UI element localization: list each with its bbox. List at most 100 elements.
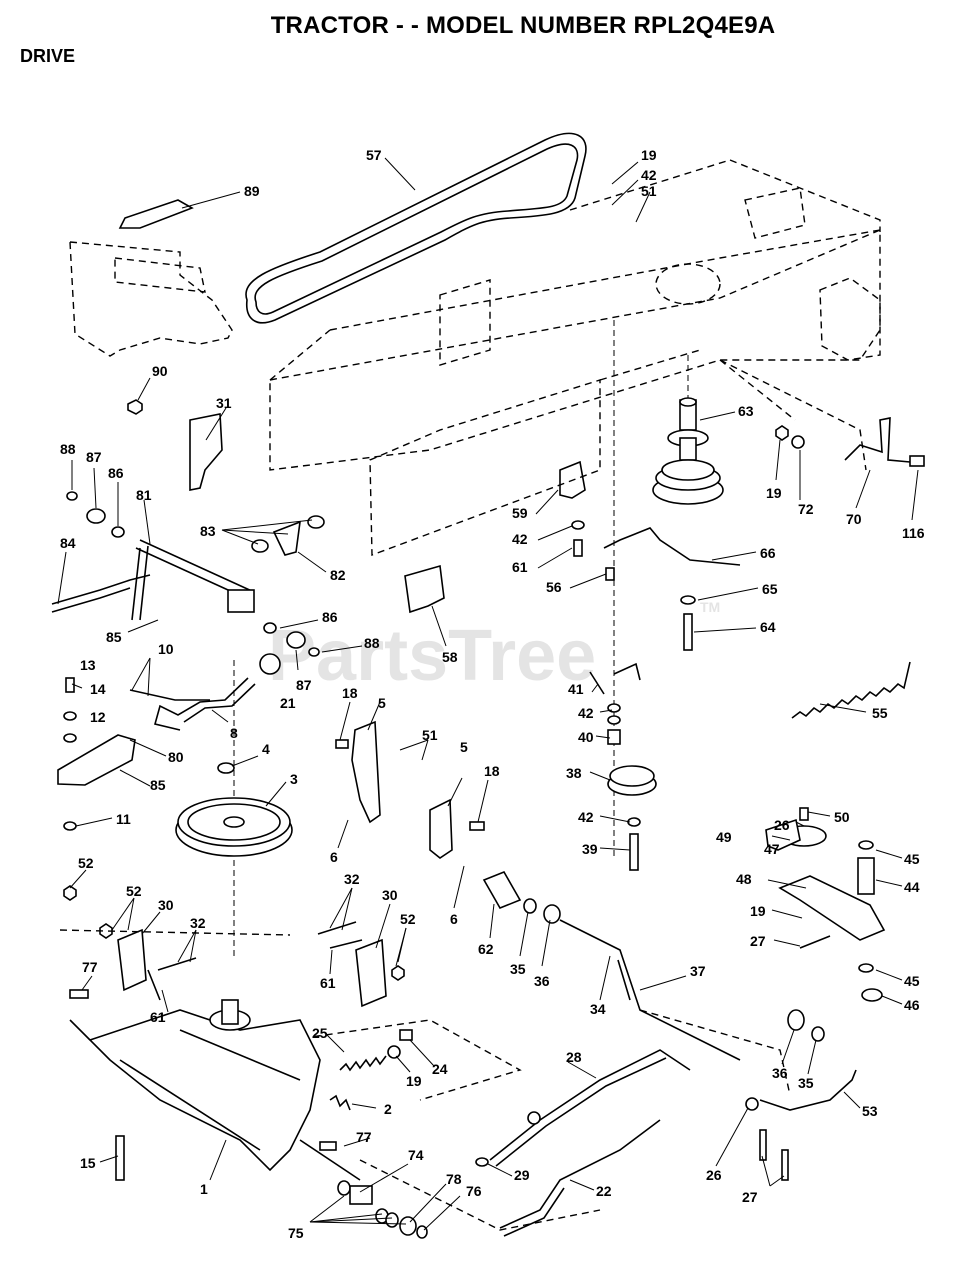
- shift-lever-assembly: [51, 539, 255, 621]
- callout-86b: 86: [322, 609, 338, 625]
- callout-85b: 85: [150, 777, 166, 793]
- callout-4: 4: [262, 741, 270, 757]
- watermark-text: PartsTree: [268, 616, 596, 696]
- callout-27b: 27: [742, 1189, 758, 1205]
- callout-75: 75: [288, 1225, 304, 1241]
- callout-19: 19: [641, 147, 657, 163]
- callout-10: 10: [158, 641, 174, 657]
- callout-36: 36: [534, 973, 550, 989]
- callout-28: 28: [566, 1049, 582, 1065]
- callout-37: 37: [690, 963, 706, 979]
- washer-36a: [543, 904, 561, 924]
- nut-19: [775, 425, 789, 441]
- nut-52c: [391, 965, 405, 981]
- bolt-27b: [759, 1129, 767, 1161]
- clip-76: [416, 1225, 428, 1239]
- bracket-5b: [429, 798, 453, 859]
- spacer-40: [607, 729, 621, 745]
- bolt-61b: [147, 969, 161, 1001]
- clip-89: [118, 199, 194, 229]
- ring-4: [217, 762, 235, 774]
- callout-31: 31: [216, 395, 232, 411]
- rod-53: [759, 1069, 857, 1111]
- lever-rod-8: [154, 677, 249, 731]
- callout-63: 63: [738, 403, 754, 419]
- nut-88a: [66, 491, 78, 501]
- callout-19b: 19: [766, 485, 782, 501]
- callout-49: 49: [716, 829, 732, 845]
- callout-76: 76: [466, 1183, 482, 1199]
- bracket-31: [189, 413, 223, 491]
- callout-52c: 52: [400, 911, 416, 927]
- callout-26: 26: [774, 817, 790, 833]
- callout-86: 86: [108, 465, 124, 481]
- leader-lines: [57, 157, 919, 1231]
- callout-72: 72: [798, 501, 814, 517]
- callout-82: 82: [330, 567, 346, 583]
- bolt-13: [65, 677, 75, 693]
- callout-35: 35: [510, 961, 526, 977]
- callout-87: 87: [86, 449, 102, 465]
- bracket-80: [57, 734, 136, 786]
- callout-46: 46: [904, 997, 920, 1013]
- callout-61b: 61: [150, 1009, 166, 1025]
- callout-77: 77: [82, 959, 98, 975]
- bolt-32b: [317, 921, 357, 935]
- pulley-63: [652, 397, 724, 505]
- callout-65: 65: [762, 581, 778, 597]
- callout-32: 32: [190, 915, 206, 931]
- callout-6b: 6: [450, 911, 458, 927]
- callout-42b: 42: [512, 531, 528, 547]
- callout-13: 13: [80, 657, 96, 673]
- bracket-58: [404, 564, 445, 614]
- callout-84: 84: [60, 535, 76, 551]
- callout-83: 83: [200, 523, 216, 539]
- nut-52b: [99, 923, 113, 939]
- callout-80: 80: [168, 749, 184, 765]
- callout-1: 1: [200, 1181, 208, 1197]
- bolt-116: [909, 455, 925, 467]
- callout-8: 8: [230, 725, 238, 741]
- callout-51b: 51: [422, 727, 438, 743]
- rod-28: [489, 1049, 691, 1161]
- callout-22: 22: [596, 1183, 612, 1199]
- callout-40: 40: [578, 729, 594, 745]
- watermark-trademark: TM: [700, 599, 720, 615]
- bracket-30b: [355, 938, 387, 1008]
- pin-41: [589, 671, 605, 695]
- cap-29: [475, 1157, 489, 1167]
- rod-34: [559, 919, 741, 1061]
- spring-rod-66: [603, 527, 741, 566]
- rod-22: [499, 1119, 661, 1229]
- callout-39: 39: [582, 841, 598, 857]
- callout-5: 5: [378, 695, 386, 711]
- idler-arm-48: [778, 875, 886, 941]
- callout-48: 48: [736, 871, 752, 887]
- callout-66: 66: [760, 545, 776, 561]
- bolt-18a: [335, 739, 349, 749]
- callout-88: 88: [60, 441, 76, 457]
- callout-77b: 77: [356, 1129, 372, 1145]
- drive-belt: [245, 132, 587, 324]
- callout-61c: 61: [320, 975, 336, 991]
- bolt-39: [629, 833, 639, 871]
- callout-21: 21: [280, 695, 296, 711]
- bracket-5a: [351, 720, 381, 824]
- washer-65: [680, 595, 696, 605]
- washer-35a: [523, 898, 537, 914]
- callout-58: 58: [442, 649, 458, 665]
- callout-38: 38: [566, 765, 582, 781]
- callout-70: 70: [846, 511, 862, 527]
- callout-78: 78: [446, 1171, 462, 1187]
- callout-87b: 87: [296, 677, 312, 693]
- spring-55: [791, 661, 911, 719]
- washer-45a: [858, 840, 874, 850]
- callout-14: 14: [90, 681, 106, 697]
- callout-30: 30: [158, 897, 174, 913]
- callout-56: 56: [546, 579, 562, 595]
- washer-87b: [286, 631, 306, 649]
- bolt-56: [605, 567, 615, 581]
- washer-45b: [858, 963, 874, 973]
- washer-36b: [787, 1009, 805, 1031]
- callout-30b: 30: [382, 887, 398, 903]
